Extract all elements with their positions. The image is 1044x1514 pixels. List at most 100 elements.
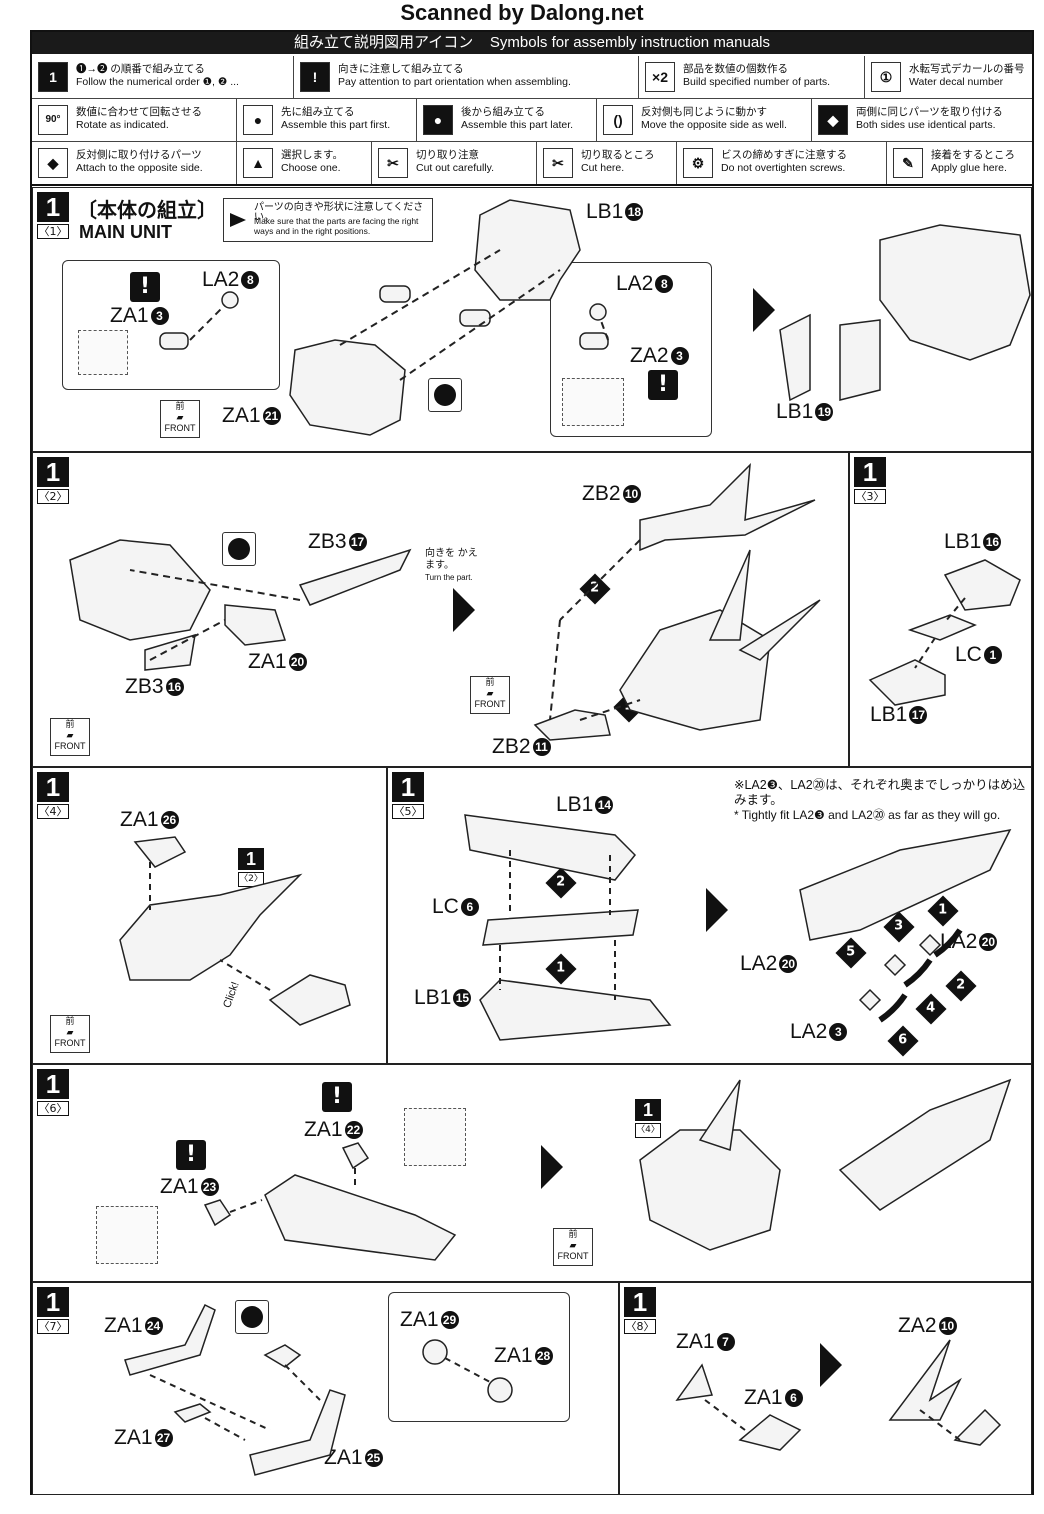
assembly-guide-line <box>599 317 609 341</box>
decal-icon: ① <box>871 62 901 92</box>
step-sub: 〈3〉 <box>854 489 886 504</box>
assembled-unit <box>639 1129 781 1251</box>
body-part <box>69 539 211 641</box>
front-indicator: 前▰FRONT <box>50 1015 90 1053</box>
joint-part <box>379 285 411 303</box>
legend-jp: 選択します。 <box>281 149 343 161</box>
wing-part-zb2-10 <box>639 463 816 552</box>
assembly-guide-line <box>219 959 271 991</box>
warning-icon: ! <box>300 62 330 92</box>
long-part-result <box>838 1078 1012 1211</box>
warning-en: Make sure that the parts are facing the … <box>254 216 419 236</box>
legend-jp: 反対側も同じように動かす <box>641 106 767 118</box>
rotation-arrow <box>903 958 933 988</box>
warning-jp: パーツの向きや形状に注意してください。 <box>254 202 424 223</box>
part-za1-6 <box>738 1414 802 1451</box>
ref-no: 1 <box>635 1099 661 1121</box>
front-en: FRONT <box>474 699 506 709</box>
part-za1-7 <box>675 1363 713 1401</box>
arm-part-za1-25 <box>249 1389 346 1476</box>
cut-here-icon: ✂ <box>543 148 573 178</box>
legend-jp: 部品を数値の個数作る <box>683 63 788 75</box>
cap-part-za1-26 <box>133 836 187 868</box>
orientation-warning-box: パーツの向きや形状に注意してください。 Make sure that the p… <box>223 198 433 242</box>
arm-part-za1-24 <box>124 1303 216 1376</box>
reference-step: 1 〈4〉 <box>635 1099 661 1138</box>
legend-jp: ❶→❷ の順番で組み立てる <box>76 63 205 75</box>
legend-en: Attach to the opposite side. <box>76 162 203 174</box>
glue-icon: ✎ <box>893 148 923 178</box>
step-sub: 〈5〉 <box>392 804 424 819</box>
assembly-guide-line <box>149 619 226 661</box>
orientation-inset <box>562 378 624 426</box>
joint-part-za1-22 <box>341 1142 370 1170</box>
legend-en: Assemble this part first. <box>281 119 391 131</box>
base-part-lb1-17 <box>868 659 946 706</box>
step-no: 1 <box>37 1069 69 1099</box>
assembly-guide-line <box>444 1357 491 1383</box>
screw-icon: ⚙ <box>683 148 713 178</box>
orientation-inset <box>78 330 128 375</box>
long-part <box>264 1174 457 1261</box>
step-1-2-drawing <box>69 463 821 741</box>
step-no: 1 <box>624 1287 656 1317</box>
fit-note-jp: ※LA2❸、LA2⑳は、それぞれ奥までしっかりはめ込みます。 <box>734 778 1026 807</box>
joint-part-la2-8 <box>221 291 239 309</box>
assembly-guide-line <box>189 304 226 341</box>
detail-box-left <box>62 260 280 390</box>
legend-en: Pay attention to part orientation when a… <box>338 76 571 88</box>
next-arrow-icon <box>820 1343 842 1387</box>
front-jp: 前 <box>485 677 495 687</box>
turn-note: 向きを かえます。Turn the part. <box>425 548 485 584</box>
warning-icon: ! <box>648 370 678 400</box>
step-number: 1 〈6〉 <box>37 1069 69 1116</box>
step-number: 1 〈5〉 <box>392 772 424 819</box>
tip-part <box>953 1408 1002 1446</box>
warning-icon: ! <box>130 272 160 302</box>
legend-en: Apply glue here. <box>931 162 1007 174</box>
assemble-first-icon: ● <box>243 105 273 135</box>
step-title-jp: 〔本体の組立〕 <box>77 198 217 222</box>
assembly-guide-line <box>129 569 301 601</box>
legend-jp: 後から組み立てる <box>461 106 545 118</box>
reference-step: 1 〈2〉 <box>238 848 264 887</box>
frame-part-lb1-19 <box>779 313 881 402</box>
rotate-icon: 90° <box>38 105 68 135</box>
orientation-inset <box>404 1108 466 1166</box>
front-indicator: 前▰FRONT <box>50 718 90 756</box>
plate-part-lc-1 <box>907 614 977 641</box>
legend-en: Move the opposite side as well. <box>641 119 787 131</box>
step-1-6-drawing <box>203 1078 1012 1261</box>
step-no: 1 <box>37 772 69 802</box>
step-sub: 〈1〉 <box>37 224 69 239</box>
step-no: 1 <box>37 192 69 222</box>
front-jp: 前 <box>65 1016 75 1026</box>
order-icon: 1 <box>38 62 68 92</box>
step-number: 1 〈3〉 <box>854 457 886 504</box>
legend-title-jp: 組み立て説明図用アイコン <box>293 34 474 51</box>
